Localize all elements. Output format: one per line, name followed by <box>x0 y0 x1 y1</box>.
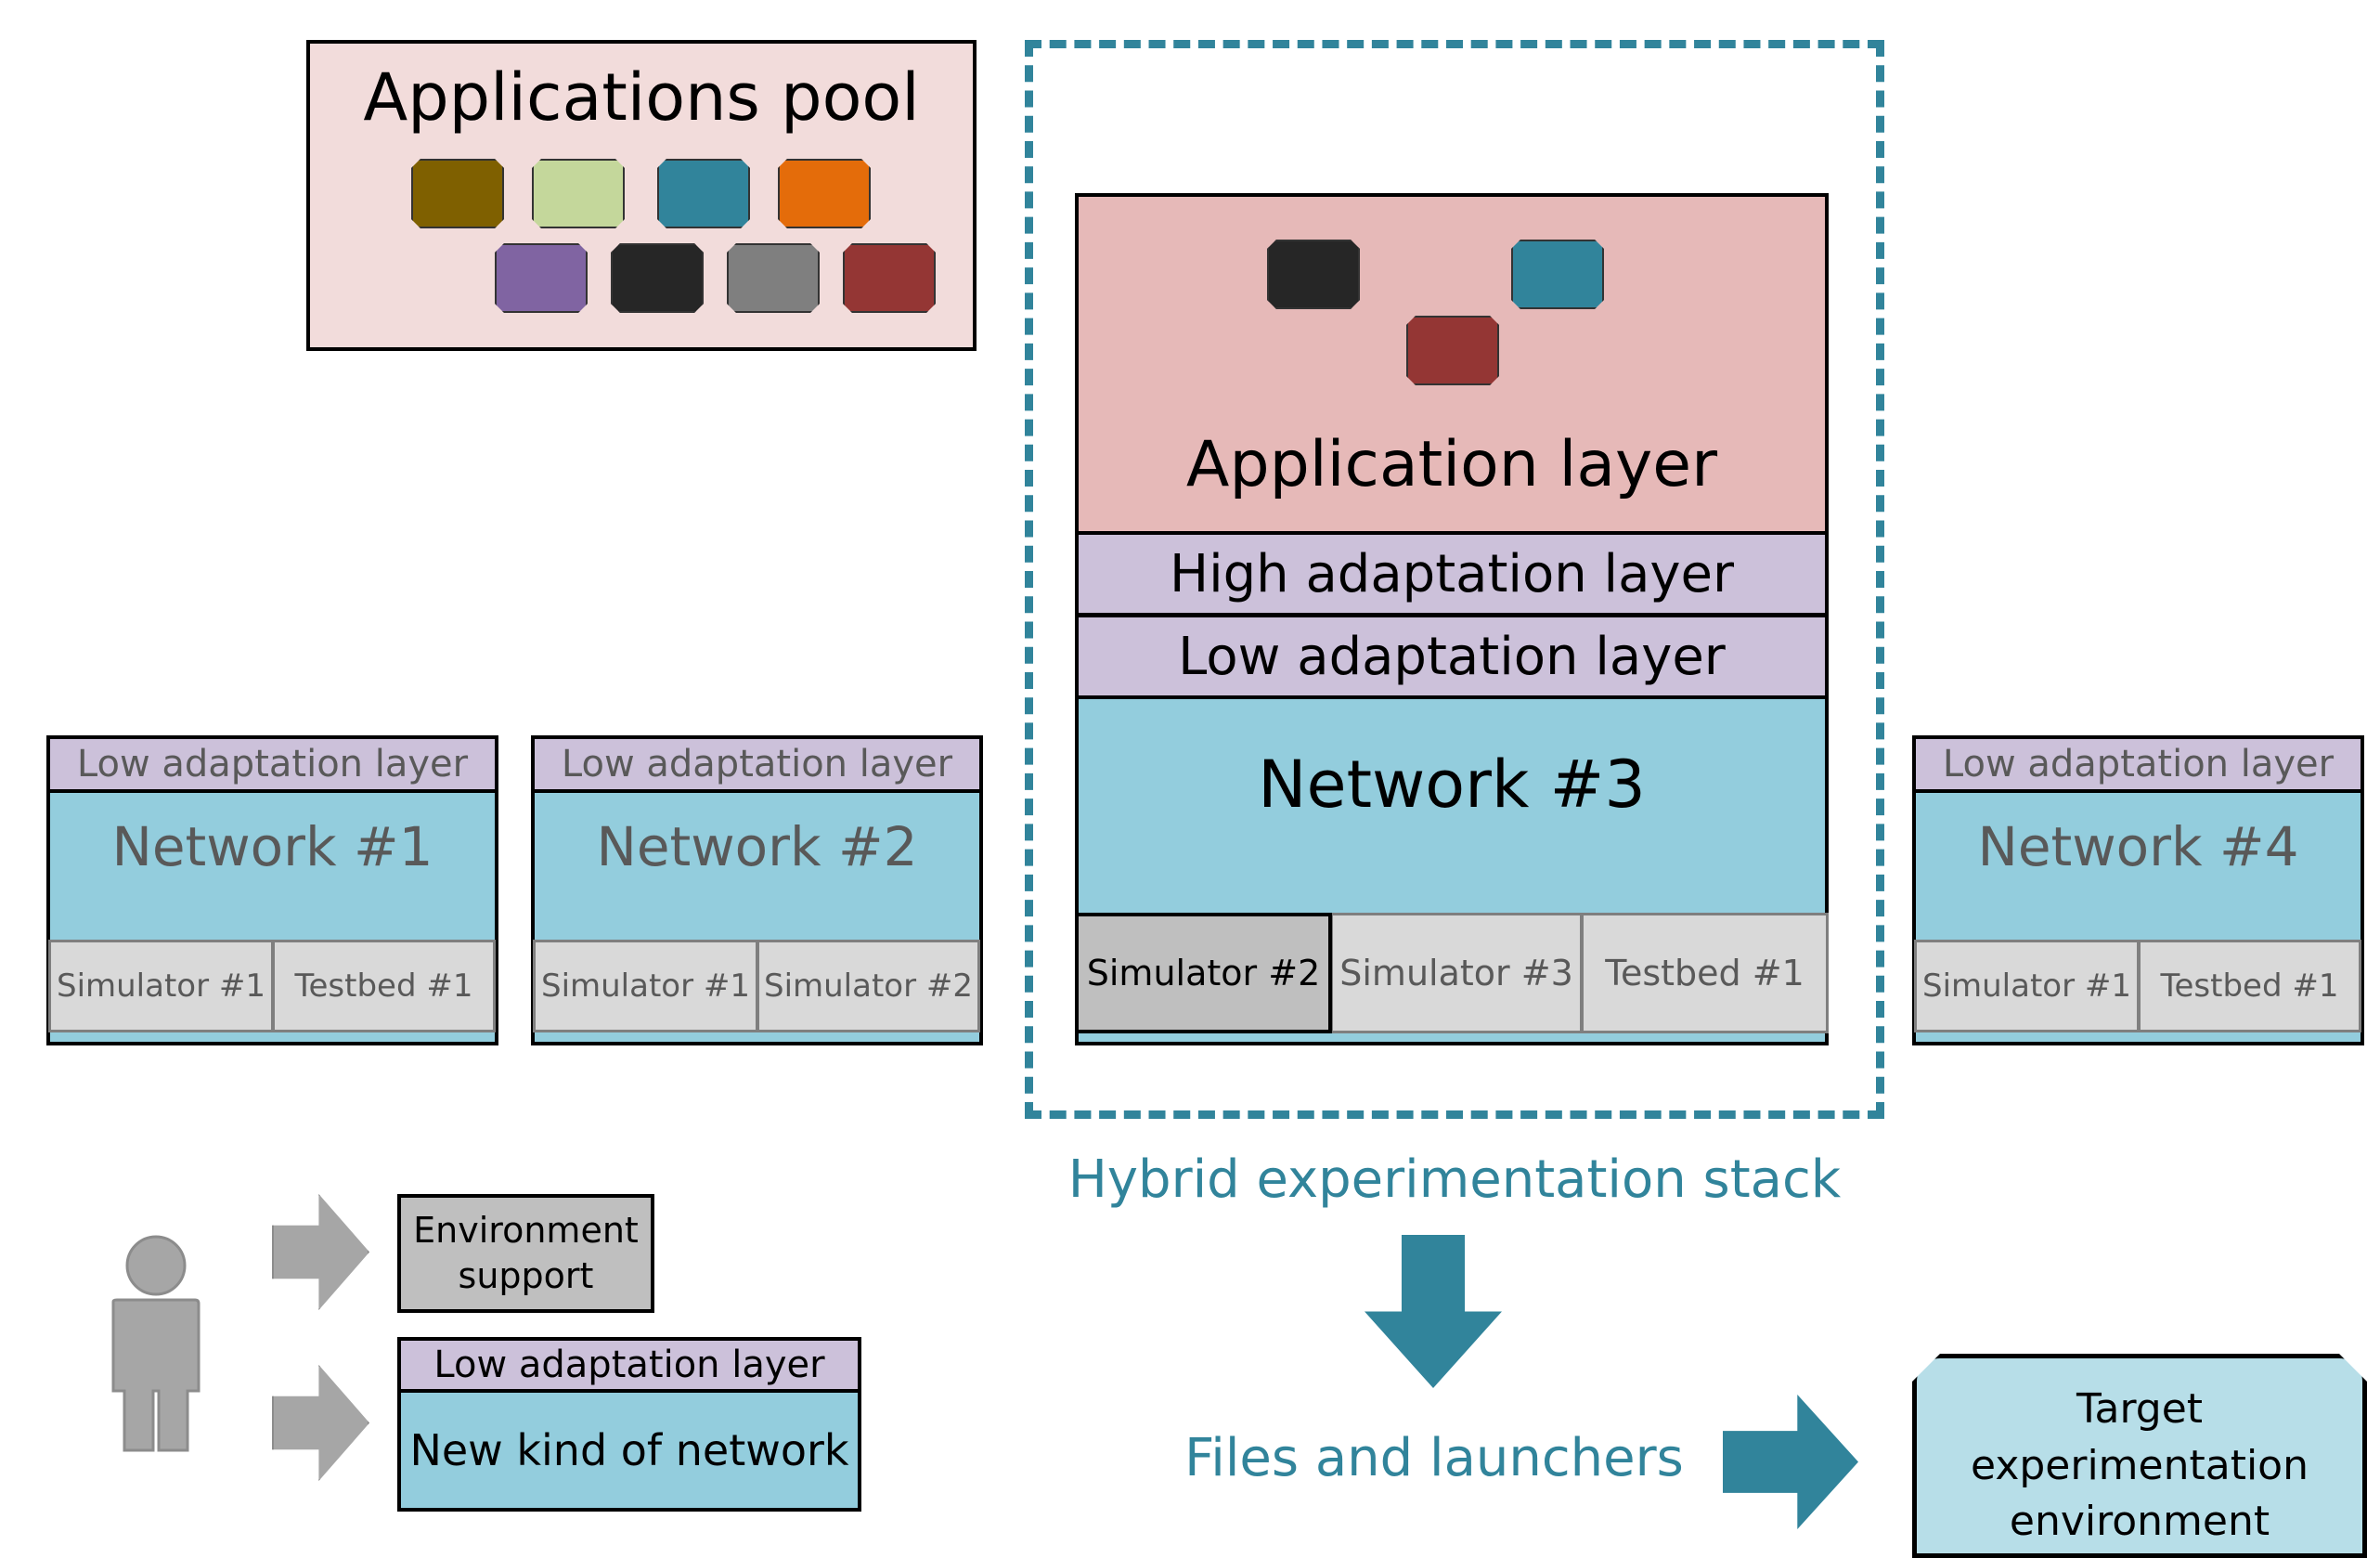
app-chip-purple <box>495 243 588 313</box>
stack-cell-2: Simulator #3 <box>1330 913 1583 1033</box>
network-4-cell-1: Simulator #1 <box>1914 940 2140 1032</box>
network-1-label: Network #1 <box>111 815 433 878</box>
stack-cell-1: Simulator #2 <box>1075 913 1332 1033</box>
files-and-launchers-label: Files and launchers <box>1184 1427 1684 1488</box>
network-4-cell-2: Testbed #1 <box>2138 940 2361 1032</box>
hybrid-stack-frame <box>1025 40 1884 1119</box>
target-environment-box: Target experimentation environment <box>1912 1354 2367 1558</box>
application-layer-label: Application layer <box>1185 427 1718 501</box>
stack-app-chip-red <box>1406 316 1499 385</box>
app-chip-brown <box>411 159 504 228</box>
new-kind-of-network: New kind of network <box>397 1389 861 1512</box>
network-3-label: Network #3 <box>1258 747 1646 823</box>
network-2-cell-1: Simulator #1 <box>533 940 758 1032</box>
app-chip-light-green <box>532 159 625 228</box>
app-chip-black <box>611 243 704 313</box>
applications-pool-title: Applications pool <box>363 59 920 136</box>
stack-app-chip-black <box>1267 240 1360 309</box>
network-2-cell-2: Simulator #2 <box>757 940 980 1032</box>
app-chip-red <box>843 243 936 313</box>
stack-app-chip-teal <box>1511 240 1604 309</box>
network-1-adaptation: Low adaptation layer <box>46 735 498 793</box>
app-chip-gray <box>727 243 820 313</box>
environment-support-box: Environment support <box>397 1194 654 1313</box>
network-2-label: Network #2 <box>596 815 918 878</box>
stack-cell-3: Testbed #1 <box>1581 913 1829 1033</box>
network-4-adaptation: Low adaptation layer <box>1912 735 2364 793</box>
network-1-cell-1: Simulator #1 <box>48 940 274 1032</box>
network-4-label: Network #4 <box>1977 815 2299 878</box>
network-1-cell-2: Testbed #1 <box>272 940 496 1032</box>
arrow-right-icon <box>272 1194 369 1310</box>
new-network-adaptation: Low adaptation layer <box>397 1337 861 1393</box>
high-adaptation-layer: High adaptation layer <box>1075 531 1829 617</box>
arrow-down-icon <box>1365 1235 1502 1388</box>
app-chip-teal <box>657 159 750 228</box>
arrow-right-icon <box>272 1365 369 1481</box>
user-icon <box>111 1235 200 1452</box>
arrow-right-icon <box>1723 1395 1858 1529</box>
hybrid-stack-label: Hybrid experimentation stack <box>1067 1149 1842 1210</box>
low-adaptation-layer: Low adaptation layer <box>1075 614 1829 699</box>
network-2-adaptation: Low adaptation layer <box>531 735 983 793</box>
app-chip-orange <box>778 159 871 228</box>
